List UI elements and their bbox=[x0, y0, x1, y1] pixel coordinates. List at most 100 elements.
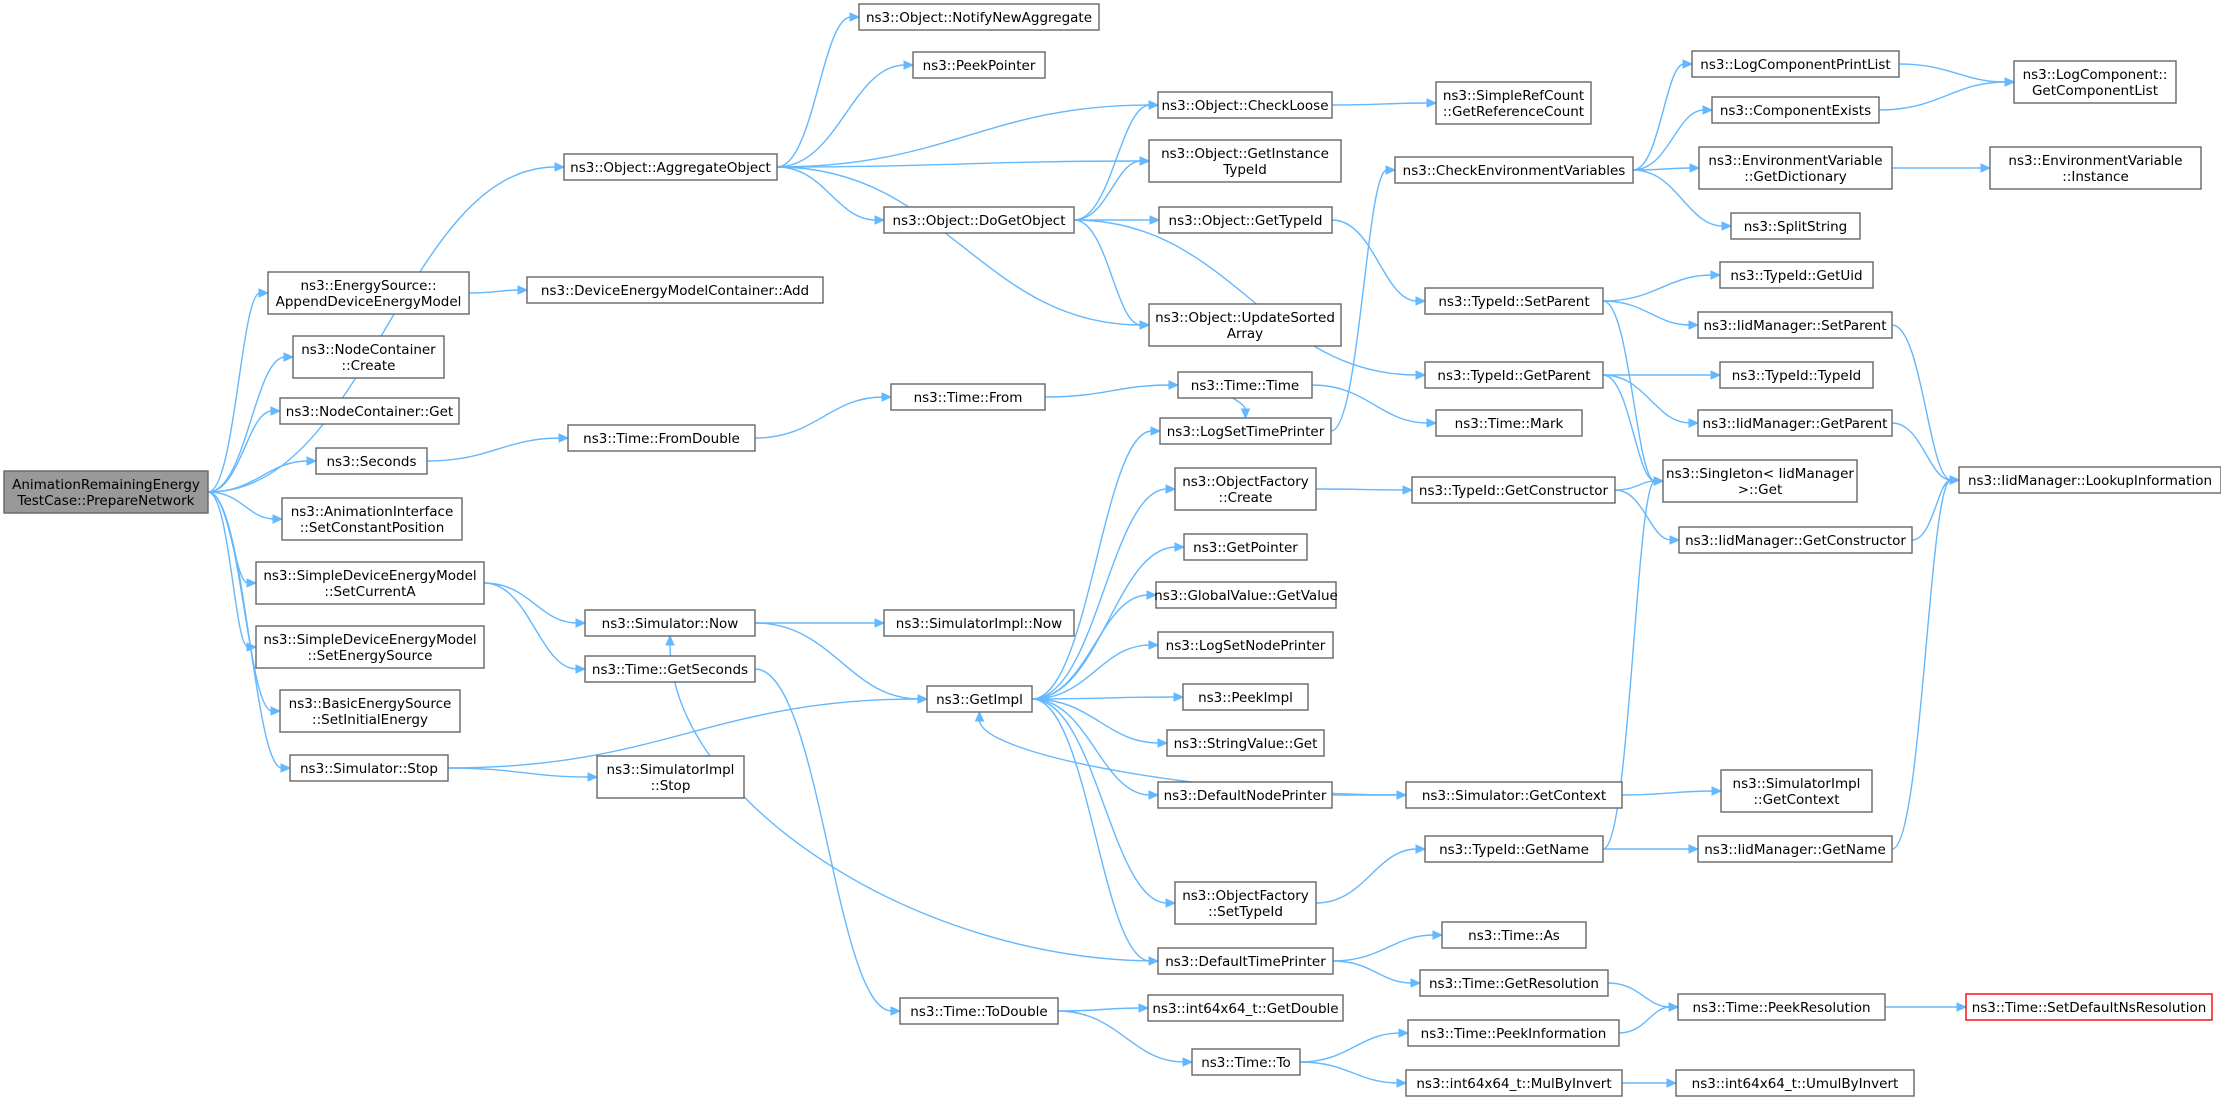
node-ns3-time-mark[interactable]: ns3::Time::Mark bbox=[1435, 409, 1583, 437]
node-animationremainingenergy-testcase-preparenetwork[interactable]: AnimationRemainingEnergyTestCase::Prepar… bbox=[3, 470, 209, 514]
edge-i64MulByInvert-to-i64UmulByInvert bbox=[1621, 1078, 1678, 1088]
edge-getImpl-to-defNodePrinter bbox=[1031, 698, 1160, 800]
node-ns3-object-checkloose[interactable]: ns3::Object::CheckLoose bbox=[1157, 91, 1333, 119]
node-ns3-basicenergysource-setinitialenergy[interactable]: ns3::BasicEnergySource::SetInitialEnergy bbox=[279, 689, 461, 733]
node-ns3-simulator-stop[interactable]: ns3::Simulator::Stop bbox=[289, 754, 449, 782]
node-ns3-nodecontainer-create[interactable]: ns3::NodeContainer::Create bbox=[292, 335, 445, 379]
node-label: Array bbox=[1227, 326, 1263, 342]
node-ns3-int64x64-t-mulbyinvert[interactable]: ns3::int64x64_t::MulByInvert bbox=[1405, 1069, 1623, 1097]
node-ns3-time-setdefaultnsresolution[interactable]: ns3::Time::SetDefaultNsResolution bbox=[1965, 993, 2213, 1021]
node-ns3-iidmanager-setparent[interactable]: ns3::IidManager::SetParent bbox=[1697, 311, 1893, 339]
node-ns3-simpledeviceenergymodel-setenergysource[interactable]: ns3::SimpleDeviceEnergyModel::SetEnergyS… bbox=[255, 625, 485, 669]
node-ns3-logcomponentprintlist[interactable]: ns3::LogComponentPrintList bbox=[1691, 50, 1900, 78]
node-ns3-time-peekinformation[interactable]: ns3::Time::PeekInformation bbox=[1407, 1019, 1620, 1047]
node-ns3-time-getseconds[interactable]: ns3::Time::GetSeconds bbox=[584, 655, 756, 683]
node-ns3-iidmanager-getparent[interactable]: ns3::IidManager::GetParent bbox=[1697, 409, 1893, 437]
node-ns3-seconds[interactable]: ns3::Seconds bbox=[315, 447, 428, 475]
node-ns3-simulatorimpl-stop[interactable]: ns3::SimulatorImpl::Stop bbox=[596, 755, 745, 799]
node-ns3-singleton-iidmanager-get[interactable]: ns3::Singleton< IidManager >::Get bbox=[1662, 459, 1858, 503]
node-ns3-defaultnodeprinter[interactable]: ns3::DefaultNodePrinter bbox=[1157, 781, 1333, 809]
node-ns3-globalvalue-getvalue[interactable]: ns3::GlobalValue::GetValue bbox=[1154, 581, 1338, 609]
edge-line bbox=[1057, 1007, 1141, 1012]
node-ns3-time-time[interactable]: ns3::Time::Time bbox=[1177, 371, 1313, 399]
node-ns3-peekimpl[interactable]: ns3::PeekImpl bbox=[1182, 683, 1309, 711]
node-label: ::Instance bbox=[2062, 169, 2129, 185]
node-ns3-time-from[interactable]: ns3::Time::From bbox=[890, 383, 1046, 411]
node-ns3-int64x64-t-umulbyinvert[interactable]: ns3::int64x64_t::UmulByInvert bbox=[1675, 1069, 1915, 1097]
node-ns3-environmentvariable-instance[interactable]: ns3::EnvironmentVariable::Instance bbox=[1989, 146, 2202, 190]
edge-arrowhead bbox=[1165, 484, 1177, 494]
node-ns3-typeid-getconstructor[interactable]: ns3::TypeId::GetConstructor bbox=[1411, 476, 1616, 504]
node-ns3-nodecontainer-get[interactable]: ns3::NodeContainer::Get bbox=[279, 397, 460, 425]
node-ns3-iidmanager-lookupinformation[interactable]: ns3::IidManager::LookupInformation bbox=[1958, 466, 2221, 494]
node-ns3-int64x64-t-getdouble[interactable]: ns3::int64x64_t::GetDouble bbox=[1147, 994, 1344, 1022]
node-ns3-typeid-getname[interactable]: ns3::TypeId::GetName bbox=[1424, 835, 1604, 863]
node-ns3-object-notifynewaggregate[interactable]: ns3::Object::NotifyNewAggregate bbox=[858, 3, 1100, 31]
node-ns3-getpointer[interactable]: ns3::GetPointer bbox=[1183, 533, 1308, 561]
edge-arrowhead bbox=[874, 618, 886, 628]
node-ns3-iidmanager-getconstructor[interactable]: ns3::IidManager::GetConstructor bbox=[1678, 526, 1913, 554]
edge-line bbox=[1602, 274, 1713, 302]
edge-tidGetParent-to-tidTypeId bbox=[1603, 370, 1722, 380]
node-ns3-typeid-getuid[interactable]: ns3::TypeId::GetUid bbox=[1719, 261, 1874, 289]
node-ns3-time-todouble[interactable]: ns3::Time::ToDouble bbox=[899, 997, 1059, 1025]
node-ns3-time-to[interactable]: ns3::Time::To bbox=[1191, 1048, 1301, 1076]
node-ns3-logsetnodeprinter[interactable]: ns3::LogSetNodePrinter bbox=[1157, 631, 1334, 659]
edge-root-to-simStop bbox=[207, 491, 292, 773]
node-label: AppendDeviceEnergyModel bbox=[276, 294, 462, 310]
node-ns3-componentexists[interactable]: ns3::ComponentExists bbox=[1711, 96, 1880, 124]
node-ns3-simpledeviceenergymodel-setcurrenta[interactable]: ns3::SimpleDeviceEnergyModel::SetCurrent… bbox=[255, 561, 485, 605]
node-box bbox=[563, 153, 778, 181]
edge-arrowhead bbox=[1710, 370, 1722, 380]
node-ns3-objectfactory-create[interactable]: ns3::ObjectFactory::Create bbox=[1174, 467, 1317, 511]
node-ns3-splitstring[interactable]: ns3::SplitString bbox=[1730, 212, 1861, 240]
node-box bbox=[1711, 96, 1880, 124]
edge-arrowhead bbox=[1173, 692, 1185, 702]
node-ns3-simplerefcount-getreferencecount[interactable]: ns3::SimpleRefCount::GetReferenceCount bbox=[1435, 81, 1592, 125]
node-ns3-typeid-setparent[interactable]: ns3::TypeId::SetParent bbox=[1424, 287, 1604, 315]
node-ns3-object-aggregateobject[interactable]: ns3::Object::AggregateObject bbox=[563, 153, 778, 181]
node-ns3-typeid-typeid[interactable]: ns3::TypeId::TypeId bbox=[1719, 361, 1874, 389]
node-ns3-object-gettypeid[interactable]: ns3::Object::GetTypeId bbox=[1158, 206, 1333, 234]
node-ns3-simulator-now[interactable]: ns3::Simulator::Now bbox=[584, 609, 756, 637]
node-box bbox=[267, 271, 470, 315]
node-ns3-time-fromdouble[interactable]: ns3::Time::FromDouble bbox=[567, 424, 756, 452]
edge-root-to-ncGet bbox=[207, 406, 282, 493]
node-ns3-time-getresolution[interactable]: ns3::Time::GetResolution bbox=[1419, 969, 1609, 997]
node-ns3-typeid-getparent[interactable]: ns3::TypeId::GetParent bbox=[1424, 361, 1604, 389]
node-ns3-object-dogetobject[interactable]: ns3::Object::DoGetObject bbox=[883, 206, 1075, 234]
node-ns3-simulatorimpl-now[interactable]: ns3::SimulatorImpl::Now bbox=[883, 609, 1075, 637]
node-box bbox=[1441, 921, 1587, 949]
edge-getImpl-to-svGet bbox=[1031, 698, 1169, 748]
node-ns3-iidmanager-getname[interactable]: ns3::IidManager::GetName bbox=[1697, 835, 1893, 863]
node-ns3-checkenvironmentvariables[interactable]: ns3::CheckEnvironmentVariables bbox=[1394, 156, 1634, 184]
edge-arrowhead bbox=[1710, 270, 1722, 280]
node-ns3-time-peekresolution[interactable]: ns3::Time::PeekResolution bbox=[1677, 993, 1886, 1021]
node-ns3-environmentvariable-getdictionary[interactable]: ns3::EnvironmentVariable::GetDictionary bbox=[1698, 146, 1893, 190]
edge-iidGetParent-to-iidLookup bbox=[1891, 422, 1961, 485]
node-box bbox=[1435, 81, 1592, 125]
node-ns3-simulator-getcontext[interactable]: ns3::Simulator::GetContext bbox=[1405, 781, 1623, 809]
edge-getImpl-to-logSetNodePrinter bbox=[1031, 640, 1160, 700]
node-ns3-objectfactory-settypeid[interactable]: ns3::ObjectFactory::SetTypeId bbox=[1174, 881, 1317, 925]
node-ns3-animationinterface-setconstantposition[interactable]: ns3::AnimationInterface::SetConstantPosi… bbox=[281, 497, 463, 541]
node-label: ns3::SimpleDeviceEnergyModel bbox=[263, 568, 476, 584]
node-ns3-defaulttimeprinter[interactable]: ns3::DefaultTimePrinter bbox=[1157, 947, 1334, 975]
node-ns3-peekpointer[interactable]: ns3::PeekPointer bbox=[912, 51, 1046, 79]
node-box bbox=[1166, 729, 1325, 757]
node-ns3-deviceenergymodelcontainer-add[interactable]: ns3::DeviceEnergyModelContainer::Add bbox=[526, 276, 824, 304]
node-ns3-logsettimeprinter[interactable]: ns3::LogSetTimePrinter bbox=[1159, 417, 1332, 445]
edge-simStop-to-simImplStop bbox=[447, 767, 599, 782]
node-ns3-time-as[interactable]: ns3::Time::As bbox=[1441, 921, 1587, 949]
edge-line bbox=[1031, 488, 1168, 700]
edge-arrowhead bbox=[1157, 738, 1169, 748]
node-ns3-simulatorimpl-getcontext[interactable]: ns3::SimulatorImpl::GetContext bbox=[1720, 769, 1873, 813]
edge-arrowhead bbox=[1150, 426, 1162, 436]
node-ns3-getimpl[interactable]: ns3::GetImpl bbox=[926, 685, 1033, 713]
call-graph-edges bbox=[207, 12, 2016, 1088]
node-ns3-stringvalue-get[interactable]: ns3::StringValue::Get bbox=[1166, 729, 1325, 757]
node-ns3-logcomponent-getcomponentlist[interactable]: ns3::LogComponent::GetComponentList bbox=[2013, 60, 2177, 104]
node-ns3-energysource-appenddeviceenergymodel[interactable]: ns3::EnergySource::AppendDeviceEnergyMod… bbox=[267, 271, 470, 315]
